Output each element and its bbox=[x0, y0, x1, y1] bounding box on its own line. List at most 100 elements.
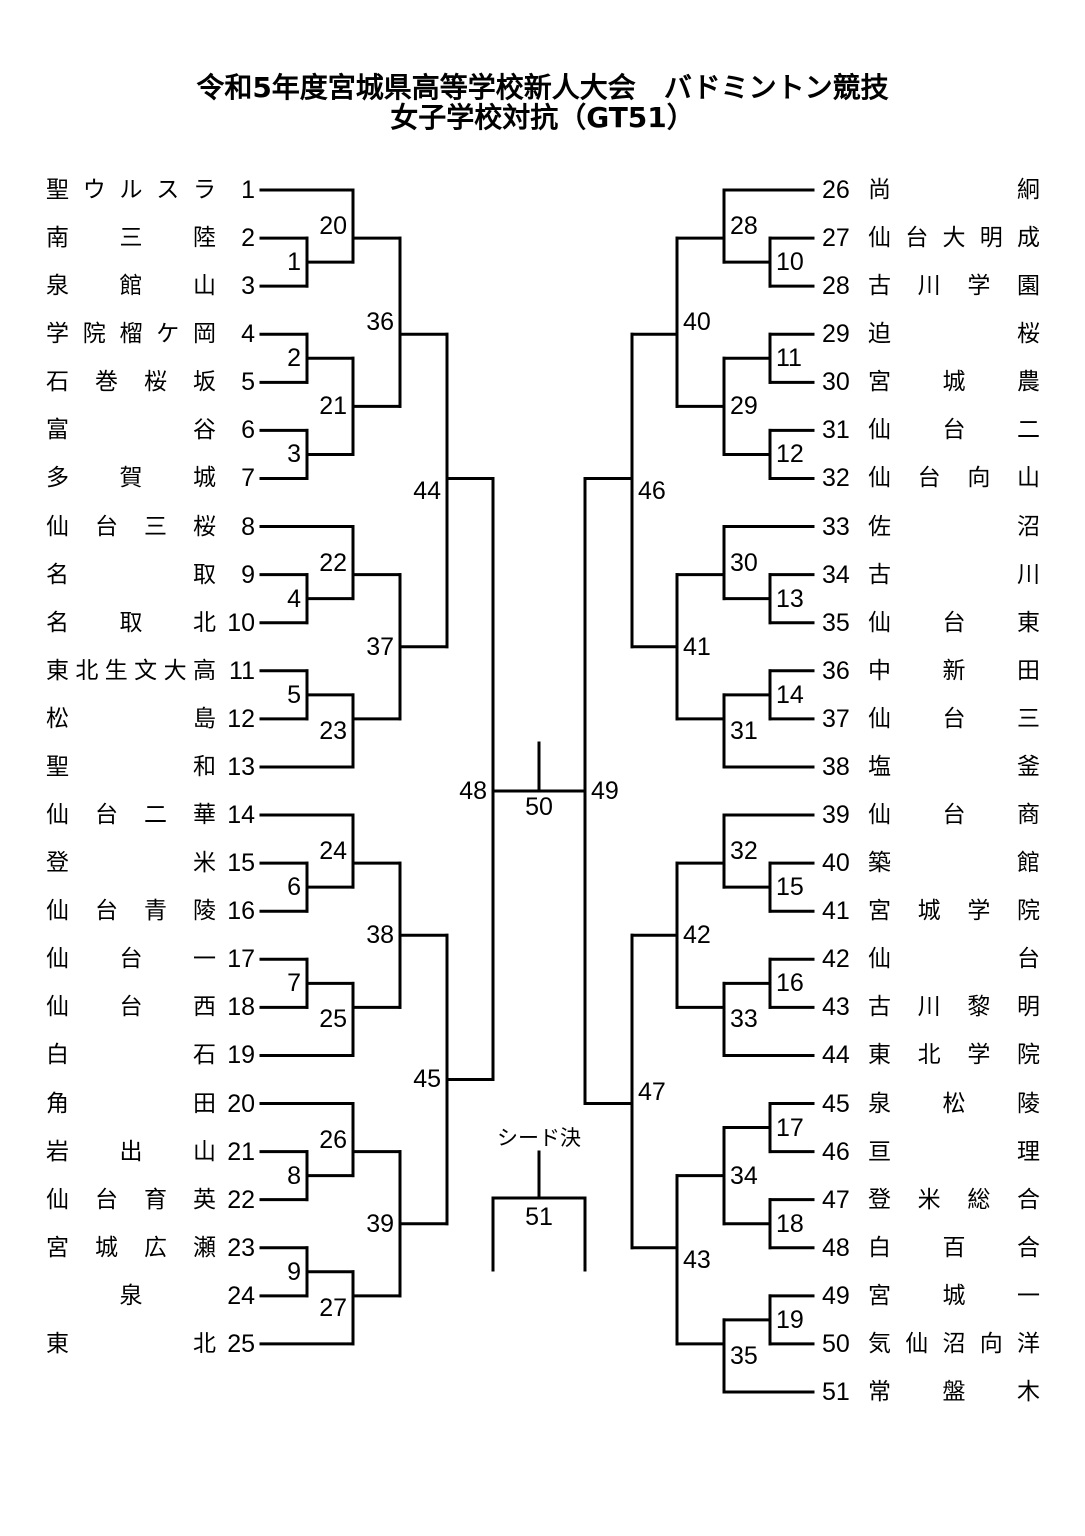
team-entry-number: 29 bbox=[822, 320, 850, 349]
team-name-char: 館 bbox=[1017, 850, 1040, 877]
team-entry-number: 20 bbox=[227, 1089, 255, 1118]
team-entry-number: 3 bbox=[241, 272, 255, 301]
match-number-label: 6 bbox=[287, 873, 301, 902]
team-name-char: 白 bbox=[868, 1234, 891, 1261]
team-entry-number: 39 bbox=[822, 801, 850, 830]
team-name: 仙台三 bbox=[868, 704, 1040, 734]
team-name-char: 沼 bbox=[1017, 513, 1040, 540]
match-number-label: 13 bbox=[776, 584, 804, 613]
team-name-char: 宮 bbox=[868, 1282, 891, 1309]
team-entry-number: 25 bbox=[227, 1329, 255, 1358]
team-name: 古川学園 bbox=[868, 271, 1040, 301]
team-name-char: 高 bbox=[192, 657, 216, 684]
team-name-char: 学 bbox=[967, 1042, 991, 1069]
team-name-char: 佐 bbox=[868, 513, 891, 540]
team-name-char: 常 bbox=[868, 1379, 891, 1405]
team-name-char: ラ bbox=[193, 177, 216, 203]
team-name-char: 仙 bbox=[46, 1186, 69, 1213]
team-name-char: 賀 bbox=[119, 465, 143, 492]
team-name-char: 仙 bbox=[868, 465, 891, 492]
team-name-char: 向 bbox=[967, 465, 991, 492]
team-name-char: 仙 bbox=[46, 946, 69, 973]
team-name-char: 迫 bbox=[868, 321, 891, 348]
team-name: 中新田 bbox=[868, 656, 1040, 686]
team-name-char: 台 bbox=[119, 994, 143, 1021]
match-number-label: 37 bbox=[366, 632, 394, 661]
team-entry-number: 10 bbox=[227, 608, 255, 637]
team-name: 築館 bbox=[868, 848, 1040, 878]
team-entry-number: 16 bbox=[227, 897, 255, 926]
team-name-char: 木 bbox=[1017, 1379, 1040, 1405]
team-name-char: 富 bbox=[46, 417, 69, 444]
team-name-char: 北 bbox=[193, 609, 216, 636]
team-name-char: 田 bbox=[193, 1090, 216, 1117]
team-name-char: 多 bbox=[46, 465, 69, 492]
team-entry-number: 45 bbox=[822, 1089, 850, 1118]
team-name-char: 絅 bbox=[1017, 177, 1040, 203]
match-number-label: 49 bbox=[591, 777, 619, 805]
team-name-char: 宮 bbox=[868, 898, 891, 925]
team-name: 東北 bbox=[46, 1329, 216, 1359]
team-name: 富谷 bbox=[46, 415, 216, 445]
team-name: 宮城一 bbox=[868, 1281, 1040, 1311]
team-entry-number: 31 bbox=[822, 416, 850, 445]
seed-decision-match-label: 51 bbox=[525, 1203, 553, 1231]
team-name: 松島 bbox=[46, 704, 216, 734]
team-name-char: 仙 bbox=[46, 513, 69, 540]
team-entry-number: 15 bbox=[227, 849, 255, 878]
team-name-char: 桜 bbox=[193, 513, 216, 540]
team-name-char: 商 bbox=[1017, 802, 1040, 829]
team-name-char: 西 bbox=[193, 994, 216, 1021]
match-number-label: 29 bbox=[730, 392, 758, 421]
team-entry-number: 18 bbox=[227, 993, 255, 1022]
team-entry: 東北学院 44 bbox=[822, 1040, 1040, 1070]
match-number-label: 4 bbox=[287, 584, 301, 613]
team-name: 仙台商 bbox=[868, 800, 1040, 830]
match-number-label: 35 bbox=[730, 1341, 758, 1370]
team-name-char: 院 bbox=[1016, 1042, 1040, 1069]
team-name-char: 亘 bbox=[868, 1138, 891, 1165]
team-name-char: 台 bbox=[95, 1186, 118, 1213]
team-name: 東北学院 bbox=[868, 1040, 1040, 1070]
team-entry-number: 1 bbox=[241, 176, 255, 204]
team-name-char: 仙 bbox=[905, 1330, 929, 1357]
team-name-char: 聖 bbox=[46, 177, 69, 203]
match-number-label: 11 bbox=[776, 344, 802, 373]
team-name-char: 広 bbox=[144, 1234, 167, 1261]
team-entry-number: 51 bbox=[822, 1378, 850, 1406]
team-name: 白百合 bbox=[868, 1233, 1040, 1263]
team-name-char: 島 bbox=[193, 705, 216, 732]
team-name-char: 台 bbox=[905, 225, 929, 252]
team-name-char: 登 bbox=[46, 850, 69, 877]
team-name-char: 学 bbox=[967, 898, 991, 925]
team-entry-number: 46 bbox=[822, 1137, 850, 1166]
team-name: 仙台向山 bbox=[868, 463, 1040, 493]
team-entry-number: 28 bbox=[822, 272, 850, 301]
team-name: 角田 bbox=[46, 1089, 216, 1119]
team-name-char: 台 bbox=[1017, 946, 1040, 973]
team-name: 迫桜 bbox=[868, 319, 1040, 349]
team-name: 常盤木 bbox=[868, 1377, 1040, 1407]
match-number-label: 17 bbox=[776, 1113, 804, 1142]
team-name: 仙台西 bbox=[46, 992, 216, 1022]
team-entry: 古川学園 28 bbox=[822, 271, 1040, 301]
team-name-char: 白 bbox=[46, 1042, 69, 1069]
team-name: 学院榴ケ岡 bbox=[46, 319, 216, 349]
team-entry-number: 44 bbox=[822, 1041, 850, 1070]
team-name: 仙台一 bbox=[46, 944, 216, 974]
